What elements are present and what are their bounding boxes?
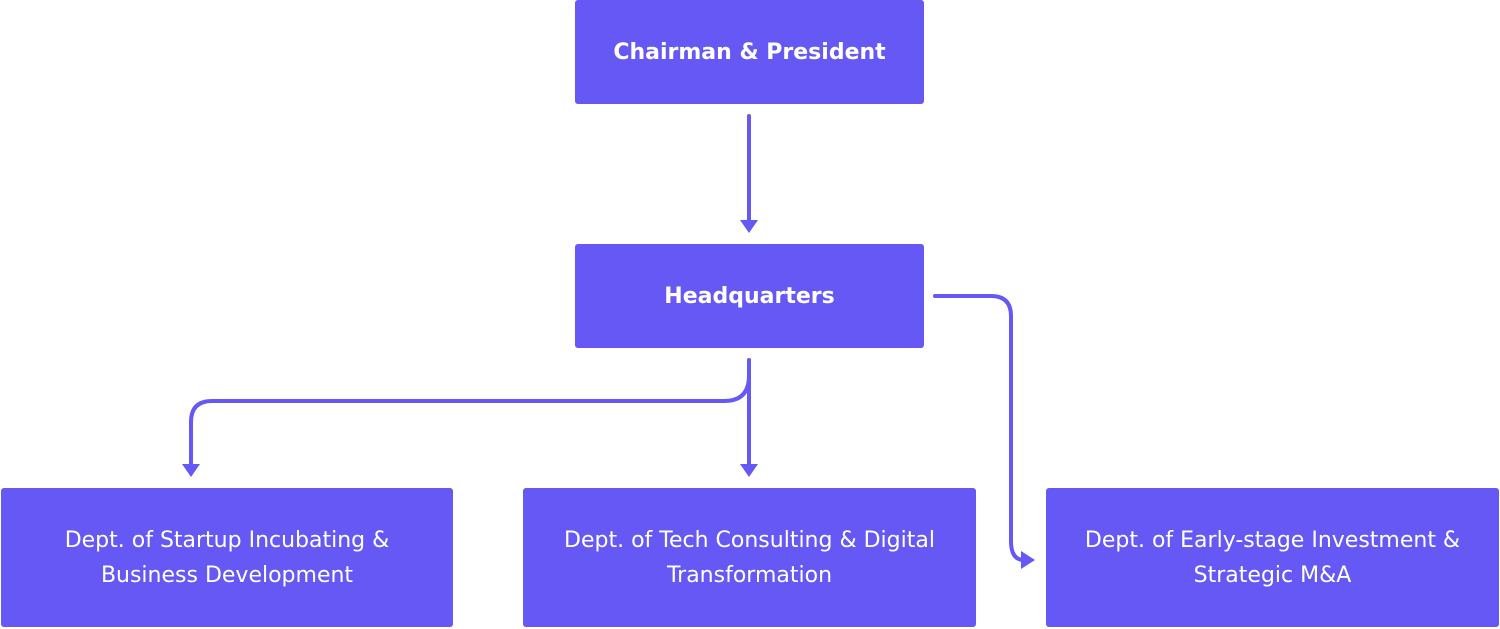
arrowhead-startup — [182, 464, 200, 477]
dept-tech-label: Dept. of Tech Consulting & Digital Trans… — [564, 527, 935, 588]
connector-hq-to-startup — [189, 374, 751, 468]
dept-startup-node: Dept. of Startup Incubating & Business D… — [1, 488, 453, 627]
arrowhead-hq — [740, 220, 758, 233]
dept-investment-node: Dept. of Early-stage Investment & Strate… — [1046, 488, 1499, 627]
dept-investment-label: Dept. of Early-stage Investment & Strate… — [1084, 527, 1461, 588]
dept-startup-label: Dept. of Startup Incubating & Business D… — [64, 527, 390, 588]
arrowhead-tech — [740, 464, 758, 477]
headquarters-node: Headquarters — [575, 244, 924, 348]
headquarters-label: Headquarters — [664, 283, 835, 309]
chairman-label: Chairman & President — [613, 39, 886, 65]
arrowhead-investment — [1021, 551, 1035, 569]
connector-hq-to-investment — [933, 294, 1026, 562]
dept-tech-node: Dept. of Tech Consulting & Digital Trans… — [523, 488, 976, 627]
chairman-node: Chairman & President — [575, 0, 924, 104]
